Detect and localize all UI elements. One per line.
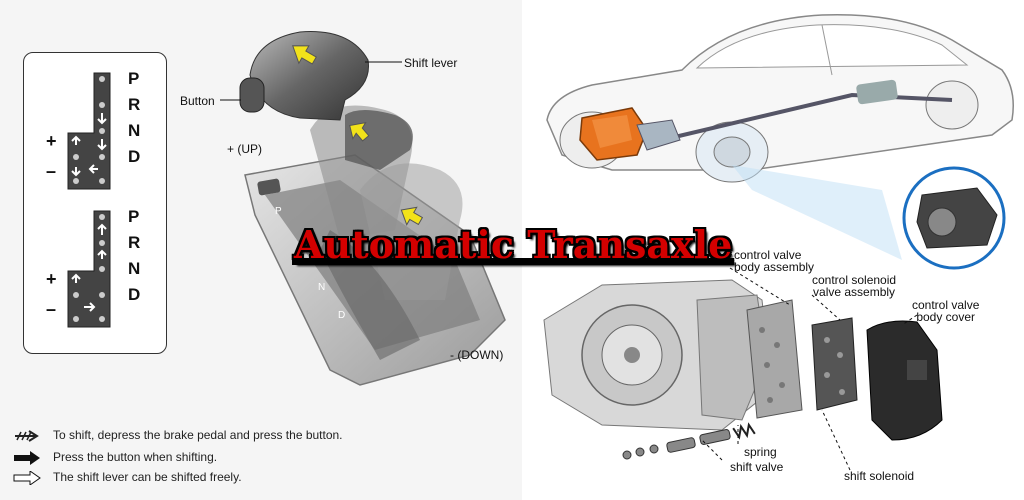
- legend-item: The shift lever can be shifted freely.: [13, 470, 513, 486]
- plus-sign: +: [46, 269, 57, 289]
- legend-item: To shift, depress the brake pedal and pr…: [13, 428, 513, 444]
- shift-gate-pattern-box: P R N D + – P R N D + –: [23, 52, 167, 354]
- console-d-label: D: [338, 310, 346, 321]
- solid-arrow-icon: [14, 451, 40, 465]
- shift-lever-diagram-panel: P R N D + – P R N D + –: [13, 31, 513, 486]
- shift-lever-label: Shift lever: [404, 56, 458, 70]
- spring-label: spring: [744, 445, 777, 459]
- shift-solenoid-label: shift solenoid: [844, 469, 915, 483]
- minus-sign: –: [46, 299, 57, 319]
- gate-letter-p: P: [128, 69, 140, 88]
- shift-gate-pattern: [67, 72, 111, 328]
- control-valve-body-label: control valve body assembly: [734, 248, 815, 274]
- gate-letter-d: D: [128, 147, 141, 166]
- console-r-label: R: [296, 246, 304, 257]
- gate-letter-d: D: [128, 285, 141, 304]
- hatched-arrow-icon: [15, 430, 39, 442]
- plus-sign: +: [46, 131, 57, 151]
- shift-valve-label: shift valve: [730, 460, 784, 474]
- shifter-illustration: [220, 31, 506, 386]
- gate-letter-n: N: [128, 259, 141, 278]
- gate-letter-r: R: [128, 95, 141, 114]
- gate-letter-r: R: [128, 233, 141, 252]
- car-transaxle-illustration: [543, 13, 1014, 471]
- page-title: Automatic Transaxle: [294, 222, 733, 267]
- button-label: Button: [180, 94, 215, 108]
- legend-text: The shift lever can be shifted freely.: [53, 470, 242, 484]
- gate-letter-p: P: [128, 207, 140, 226]
- console-n-label: N: [318, 282, 326, 293]
- gate-letter-n: N: [128, 121, 141, 140]
- outline-arrow-icon: [13, 471, 41, 485]
- console-p-label: P: [275, 206, 282, 217]
- control-solenoid-label: control solenoid valve assembly: [812, 273, 897, 299]
- transaxle-diagram-panel: control valve body assembly control sole…: [522, 0, 1024, 500]
- minus-sign: –: [46, 161, 57, 181]
- body-cover-label: control valve body cover: [912, 298, 980, 324]
- down-label: - (DOWN): [450, 348, 504, 362]
- legend-text: To shift, depress the brake pedal and pr…: [53, 428, 343, 442]
- legend-item: Press the button when shifting.: [13, 450, 513, 466]
- up-label: + (UP): [227, 142, 263, 156]
- legend-text: Press the button when shifting.: [53, 450, 218, 464]
